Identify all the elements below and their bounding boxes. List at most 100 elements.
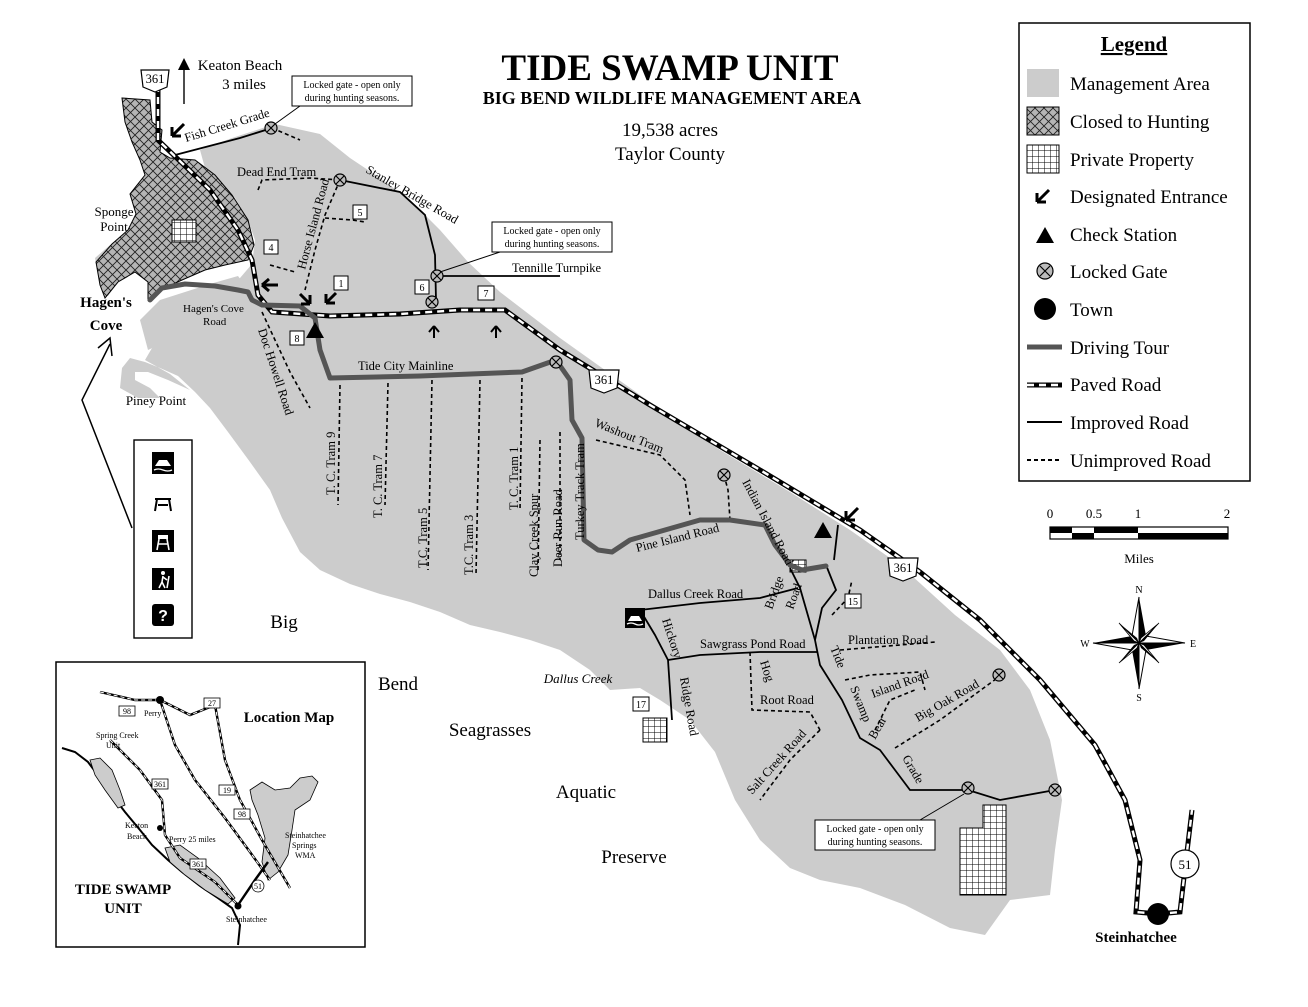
svg-text:T. C. Tram 1: T. C. Tram 1 xyxy=(507,447,521,510)
county: Taylor County xyxy=(615,144,726,165)
point-label: Point xyxy=(100,219,128,234)
svg-text:W: W xyxy=(1080,639,1090,650)
boat-ramp-icon xyxy=(625,608,645,628)
marker-4: 4 xyxy=(269,243,274,254)
gate-note-south: Locked gate - open only during hunting s… xyxy=(814,793,965,851)
information-icon: ? xyxy=(152,604,174,626)
svg-text:Deer Run Road: Deer Run Road xyxy=(551,488,565,567)
svg-text:Management Area: Management Area xyxy=(1070,74,1210,95)
marker-5: 5 xyxy=(358,208,363,219)
entrance-arrow-icon xyxy=(261,277,278,293)
shield-361-label: 361 xyxy=(146,72,165,86)
route-shield-361-nw: 361 xyxy=(140,69,170,93)
svg-text:Closed to Hunting: Closed to Hunting xyxy=(1070,112,1210,133)
marker-17: 17 xyxy=(636,700,646,711)
entrance-arrow-icon xyxy=(428,325,440,338)
svg-text:Unit: Unit xyxy=(106,741,121,750)
map-title: TIDE SWAMP UNIT xyxy=(501,48,838,89)
svg-text:Private Property: Private Property xyxy=(1070,150,1195,171)
improved-road-dallus-creek xyxy=(639,587,799,611)
svg-text:Steinhatchee: Steinhatchee xyxy=(285,831,326,840)
triangle-icon xyxy=(1036,227,1054,243)
improved-road-hickory-ridge xyxy=(639,609,673,721)
compass-rose: N S E W xyxy=(1080,585,1196,704)
svg-text:98: 98 xyxy=(123,707,131,716)
svg-text:N: N xyxy=(1135,585,1142,596)
designated-entrances xyxy=(170,122,860,522)
svg-text:Town: Town xyxy=(1070,300,1114,321)
entrance-arrow-icon xyxy=(170,122,186,138)
improved-road-bridge xyxy=(789,567,816,641)
piney-point-label: Piney Point xyxy=(126,393,187,408)
water-label-aquatic: Aquatic xyxy=(556,782,616,803)
marker-1: 1 xyxy=(339,279,344,290)
hagens-cove-pointer xyxy=(81,343,133,529)
svg-text:Paved Road: Paved Road xyxy=(1070,375,1162,396)
svg-text:?: ? xyxy=(158,608,168,625)
keaton-miles-label: 3 miles xyxy=(222,77,266,93)
svg-text:Unimproved Road: Unimproved Road xyxy=(1070,451,1211,472)
steinhatchee-label: Steinhatchee xyxy=(1095,930,1177,946)
svg-text:Sawgrass Pond Road: Sawgrass Pond Road xyxy=(700,637,806,651)
shield-361-label: 361 xyxy=(894,561,913,575)
picnic-shelter-icon xyxy=(152,492,174,514)
gray-square-icon xyxy=(1027,69,1059,97)
improved-road-entrance-se xyxy=(833,524,839,561)
hagens-label: Hagen's xyxy=(80,295,132,311)
gate-note-north: Locked gate - open only during hunting s… xyxy=(274,75,413,125)
svg-text:T.C. Tram 5: T.C. Tram 5 xyxy=(416,508,430,568)
svg-text:Road: Road xyxy=(203,316,227,328)
svg-text:during hunting seasons.: during hunting seasons. xyxy=(505,239,600,250)
check-station-east xyxy=(814,522,832,538)
svg-text:WMA: WMA xyxy=(295,851,316,860)
svg-text:T.C. Tram 3: T.C. Tram 3 xyxy=(462,515,476,575)
inset-title: Location Map xyxy=(244,710,334,726)
svg-text:19: 19 xyxy=(223,786,231,795)
water-label-big: Big xyxy=(270,612,298,633)
water-label-bend: Bend xyxy=(378,674,419,695)
svg-text:Clay Creek Spur: Clay Creek Spur xyxy=(527,493,541,577)
hiking-icon xyxy=(152,568,174,590)
locked-gates xyxy=(264,121,1062,797)
svg-text:S: S xyxy=(1136,693,1142,704)
filled-circle-icon xyxy=(1034,298,1056,320)
svg-text:during hunting seasons.: during hunting seasons. xyxy=(828,837,923,848)
svg-text:Check Station: Check Station xyxy=(1070,225,1178,246)
entrance-arrow-icon xyxy=(844,506,860,522)
map-subtitle: BIG BEND WILDLIFE MANAGEMENT AREA xyxy=(483,88,861,108)
svg-text:Springs: Springs xyxy=(292,841,316,850)
svg-text:0.5: 0.5 xyxy=(1086,506,1102,521)
north-arrow-keaton-icon xyxy=(178,58,190,70)
observation-tower-icon xyxy=(152,530,174,552)
svg-text:Driving Tour: Driving Tour xyxy=(1070,338,1170,359)
marker-15: 15 xyxy=(848,597,858,608)
svg-text:E: E xyxy=(1190,639,1196,650)
improved-road-fish-creek xyxy=(174,127,273,156)
svg-text:Tennille Turnpike: Tennille Turnpike xyxy=(512,261,602,275)
marker-8: 8 xyxy=(295,334,300,345)
boat-ramp-icon xyxy=(152,452,174,474)
inset-town-keaton xyxy=(157,825,163,831)
cove-label: Cove xyxy=(90,318,123,334)
route-shield-361-mid: 361 xyxy=(588,369,620,394)
svg-text:Locked gate - open only: Locked gate - open only xyxy=(303,80,400,91)
check-station-north xyxy=(306,322,324,338)
svg-text:Dead End Tram: Dead End Tram xyxy=(237,165,316,179)
inset-town-perry xyxy=(156,696,164,704)
entrance-arrow-icon xyxy=(1035,188,1051,204)
svg-text:Keaton: Keaton xyxy=(125,821,148,830)
svg-text:Hog: Hog xyxy=(757,659,777,685)
svg-text:361: 361 xyxy=(192,860,204,869)
inset-unit-label-2: UNIT xyxy=(104,901,142,917)
unimproved-roads xyxy=(257,127,1001,801)
marker-7: 7 xyxy=(484,289,489,300)
svg-text:T. C. Tram 7: T. C. Tram 7 xyxy=(371,455,385,518)
marker-6: 6 xyxy=(420,283,425,294)
management-area-west-shore xyxy=(140,276,250,350)
private-property-closed xyxy=(171,219,197,243)
keaton-beach-label: Keaton Beach xyxy=(198,58,283,74)
svg-text:Dallus Creek Road: Dallus Creek Road xyxy=(648,587,744,601)
svg-text:during hunting seasons.: during hunting seasons. xyxy=(305,93,400,104)
svg-text:0: 0 xyxy=(1047,506,1054,521)
